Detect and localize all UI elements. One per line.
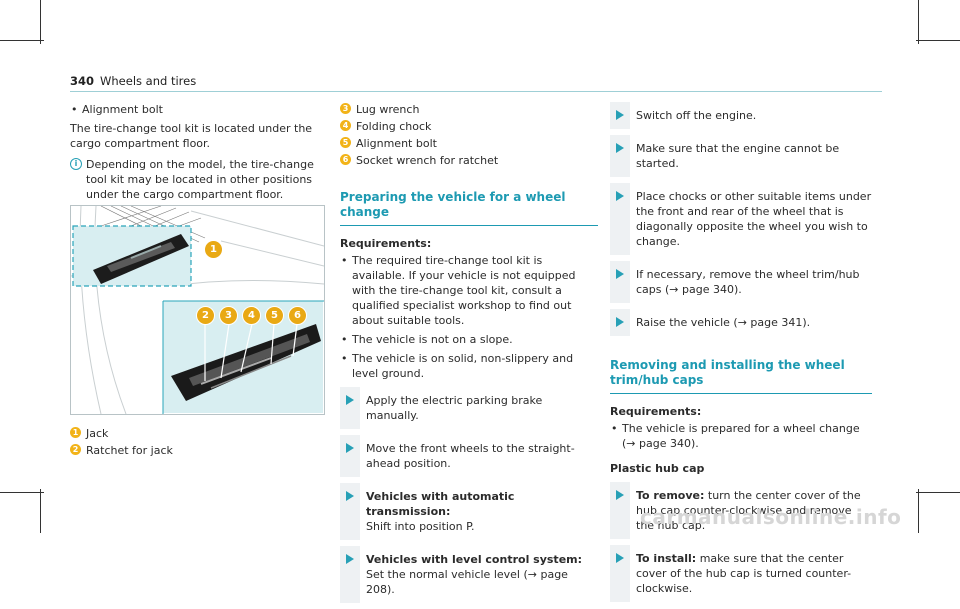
- crop-mark: [918, 0, 919, 44]
- instruction-step: To install: make sure that the center co…: [610, 545, 872, 602]
- callout-1: 1: [204, 240, 223, 259]
- instruction-step: Apply the electric parking brake manuall…: [340, 387, 598, 429]
- column-1: Alignment bolt The tire-change tool kit …: [70, 102, 330, 210]
- instruction-step: Raise the vehicle (→ page 341).: [610, 309, 872, 336]
- section-title: Preparing the vehicle for a wheel change: [340, 190, 598, 226]
- arrow-icon: [346, 554, 354, 564]
- arrow-icon: [616, 553, 624, 563]
- bullet-item: Alignment bolt: [70, 102, 330, 117]
- instruction-step: If necessary, remove the wheel trim/hub …: [610, 261, 872, 303]
- page-number: 340: [70, 74, 95, 88]
- crop-mark: [0, 492, 44, 493]
- note-text: Depending on the model, the tire-change …: [86, 158, 314, 201]
- crop-mark: [916, 492, 960, 493]
- crop-mark: [40, 489, 41, 533]
- requirement-item: The vehicle is not on a slope.: [340, 332, 598, 347]
- column-3: Switch off the engine. Make sure that th…: [610, 102, 872, 608]
- tool-kit-figure: 1 2 3 4 5 6: [70, 205, 325, 415]
- number-badge: 6: [340, 154, 351, 165]
- callout-5: 5: [265, 306, 284, 325]
- number-badge: 1: [70, 427, 81, 438]
- callout-3: 3: [219, 306, 238, 325]
- number-badge: 2: [70, 444, 81, 455]
- requirements-label: Requirements:: [340, 237, 432, 250]
- callout-2: 2: [196, 306, 215, 325]
- number-badge: 5: [340, 137, 351, 148]
- instruction-step: Move the front wheels to the straight-ah…: [340, 435, 598, 477]
- callout-4: 4: [242, 306, 261, 325]
- arrow-icon: [616, 490, 624, 500]
- subsection-title: Plastic hub cap: [610, 462, 705, 475]
- crop-mark: [40, 0, 41, 44]
- page-header: 340 Wheels and tires: [70, 74, 196, 89]
- watermark: carmanualsonline.info: [640, 505, 902, 529]
- arrow-icon: [616, 143, 624, 153]
- instruction-step: Make sure that the engine cannot be star…: [610, 135, 872, 177]
- requirement-item: The vehicle is prepared for a wheel chan…: [610, 421, 872, 451]
- crop-mark: [0, 40, 44, 41]
- crop-mark: [916, 40, 960, 41]
- arrow-icon: [346, 491, 354, 501]
- callout-6: 6: [288, 306, 307, 325]
- instruction-step: To remove: turn the center cover of the …: [610, 482, 872, 539]
- instruction-step: Vehicles with level control system: Set …: [340, 546, 598, 603]
- instruction-step: Place chocks or other suitable items und…: [610, 183, 872, 255]
- info-icon: i: [70, 158, 82, 170]
- note: i Depending on the model, the tire-chang…: [70, 157, 330, 202]
- instruction-step: Switch off the engine.: [610, 102, 872, 129]
- body-text: The tire-change tool kit is located unde…: [70, 122, 313, 150]
- crop-mark: [918, 489, 919, 533]
- arrow-icon: [616, 191, 624, 201]
- number-badge: 3: [340, 103, 351, 114]
- arrow-icon: [616, 317, 624, 327]
- arrow-icon: [616, 269, 624, 279]
- section-title: Removing and installing the wheel trim/h…: [610, 358, 872, 394]
- arrow-icon: [616, 110, 624, 120]
- requirement-item: The required tire-change tool kit is ava…: [340, 253, 598, 328]
- instruction-step: Vehicles with automatic transmission:Shi…: [340, 483, 598, 540]
- chapter-title: Wheels and tires: [100, 74, 197, 88]
- arrow-icon: [346, 443, 354, 453]
- requirements-label: Requirements:: [610, 405, 702, 418]
- arrow-icon: [346, 395, 354, 405]
- number-badge: 4: [340, 120, 351, 131]
- header-rule: [70, 91, 882, 92]
- requirement-item: The vehicle is on solid, non-slippery an…: [340, 351, 598, 381]
